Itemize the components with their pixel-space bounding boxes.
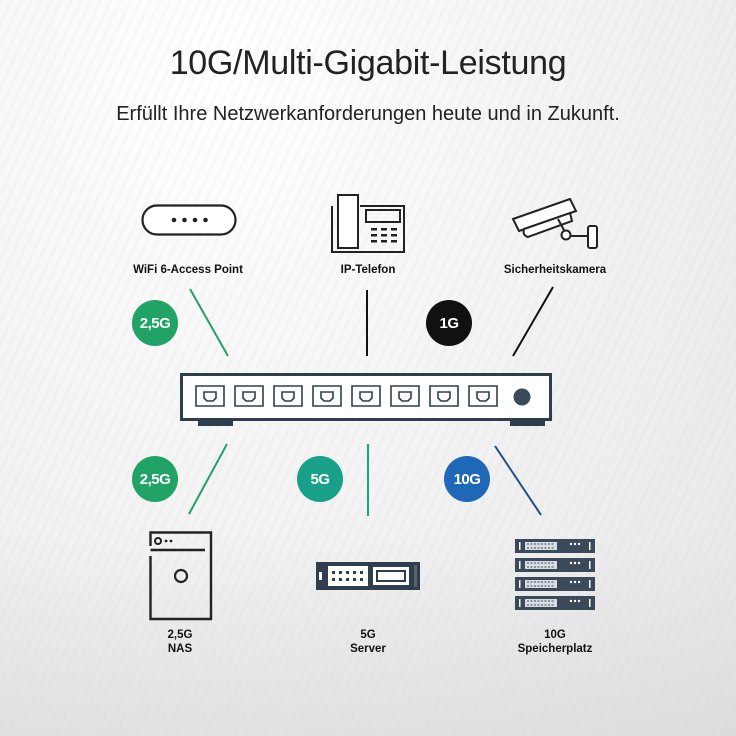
security-camera-label: Sicherheitskamera	[503, 264, 607, 276]
storage-name-text: Speicherplatz	[517, 643, 593, 655]
access-point-label: WiFi 6-Access Point	[133, 264, 243, 276]
speed-badge-1g: 1G	[426, 300, 472, 346]
nas-speed-text: 2,5G	[167, 629, 193, 641]
storage-speed-text: 10G	[544, 629, 566, 641]
nas-label: 2,5G NAS	[130, 628, 230, 656]
server-icon	[316, 562, 420, 590]
speed-badge-10g: 10G	[444, 456, 490, 502]
nas-name-text: NAS	[167, 643, 193, 655]
ip-phone-label: IP-Telefon	[340, 264, 396, 276]
nas-icon	[149, 531, 213, 621]
page-subtitle: Erfüllt Ihre Netzwerkanforderungen heute…	[116, 103, 620, 125]
speed-badge-2-5g-bottom: 2,5G	[132, 456, 178, 502]
network-switch-icon	[180, 373, 552, 426]
power-led-icon	[513, 388, 531, 406]
server-speed-text: 5G	[360, 629, 376, 641]
ethernet-ports	[195, 385, 498, 407]
storage-rack-icon	[515, 539, 595, 610]
storage-label: 10G Speicherplatz	[500, 628, 610, 656]
speed-badge-2-5g-top: 2,5G	[132, 300, 178, 346]
server-name-text: Server	[350, 643, 386, 655]
server-label: 5G Server	[318, 628, 418, 656]
access-point-icon	[141, 204, 237, 236]
page-title: 10G/Multi-Gigabit-Leistung	[169, 44, 567, 82]
speed-badge-5g: 5G	[297, 456, 343, 502]
security-camera-icon	[511, 197, 598, 249]
ip-phone-icon	[331, 194, 405, 253]
